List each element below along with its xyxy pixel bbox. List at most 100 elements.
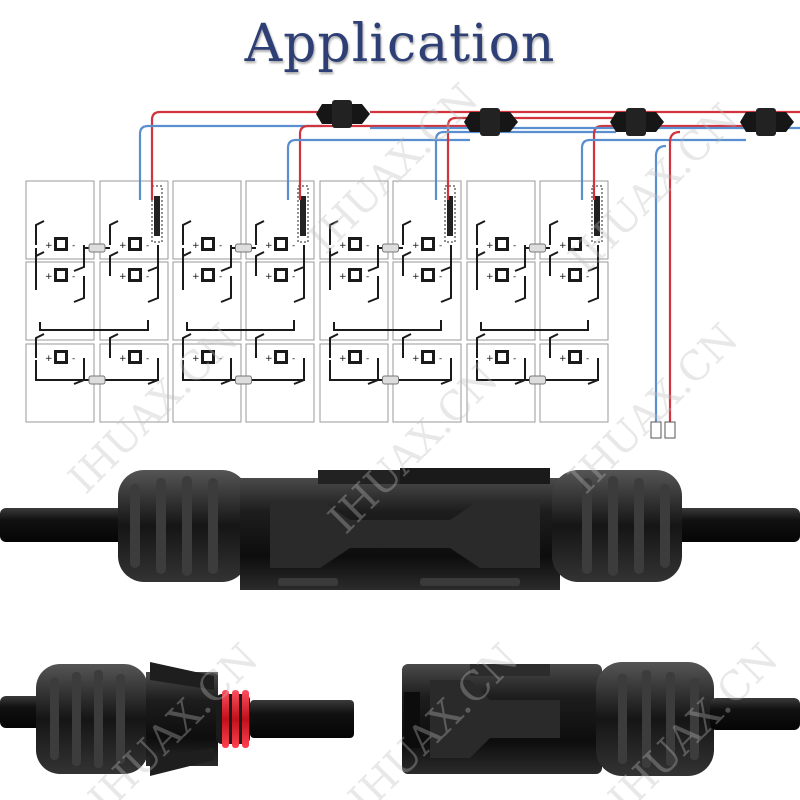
branch-connector-hub (756, 108, 776, 136)
junction-box-window (571, 240, 579, 248)
solar-wiring-diagram: +-+-+-+-+-+-+-+-+-+-+-+-+-+-+-+-+-+-+-+-… (25, 100, 800, 439)
panel-wire (514, 276, 526, 303)
plus-mark: + (559, 354, 567, 364)
panel-wire (402, 333, 412, 358)
minus-mark: - (513, 272, 516, 282)
junction-box-window (498, 353, 506, 361)
minus-mark: - (513, 241, 516, 251)
branch-connector-hub (480, 108, 500, 136)
inline-connector (235, 375, 252, 385)
panel-wire (220, 276, 232, 303)
minus-mark: - (586, 272, 589, 282)
junction-box-window (204, 271, 212, 279)
string-wire (333, 320, 442, 331)
junction-box-window (204, 353, 212, 361)
positive-wire (150, 110, 322, 200)
branch-connector-hub (626, 108, 646, 136)
panel-wire (367, 245, 379, 272)
plus-mark: + (559, 241, 567, 251)
negative-wire (434, 130, 616, 200)
positive-wire (298, 124, 470, 200)
junction-box-window (277, 240, 285, 248)
inline-connector (88, 375, 106, 385)
junction-box-window (204, 240, 212, 248)
junction-box-window (571, 353, 579, 361)
junction-box-window (277, 353, 285, 361)
panel-wire (109, 251, 119, 276)
panel-wire (255, 220, 265, 245)
string-wire (39, 320, 149, 331)
junction-box-window (424, 271, 432, 279)
plus-mark: + (486, 241, 494, 251)
plus-mark: + (45, 354, 53, 364)
minus-mark: - (513, 354, 516, 364)
plus-mark: + (412, 272, 420, 282)
negative-wire (138, 124, 322, 200)
plus-mark: + (45, 272, 53, 282)
junction-box-window (57, 353, 65, 361)
fuse (447, 196, 453, 236)
output-connector (664, 421, 676, 439)
junction-box-window (351, 240, 359, 248)
minus-mark: - (586, 354, 589, 364)
negative-wire (286, 138, 470, 200)
inline-connector (529, 243, 546, 253)
plus-mark: + (119, 354, 127, 364)
junction-box-window (131, 271, 139, 279)
minus-mark: - (292, 354, 295, 364)
minus-mark: - (146, 272, 149, 282)
minus-mark: - (72, 354, 75, 364)
junction-box-window (498, 240, 506, 248)
minus-mark: - (219, 354, 222, 364)
positive-wire (446, 116, 616, 200)
minus-mark: - (586, 241, 589, 251)
junction-box-window (424, 353, 432, 361)
panel-wire (73, 276, 85, 303)
string-wire (186, 320, 295, 331)
plus-mark: + (265, 272, 273, 282)
minus-mark: - (146, 354, 149, 364)
plus-mark: + (192, 272, 200, 282)
panel-wire (476, 333, 486, 358)
inline-connector (529, 375, 546, 385)
inline-connector (382, 243, 399, 253)
panel-wire (514, 245, 526, 272)
panel-wire (109, 333, 119, 358)
minus-mark: - (219, 272, 222, 282)
minus-mark: - (146, 241, 149, 251)
panel-wire (35, 333, 45, 358)
panel-wire (402, 251, 412, 276)
mc4-connector-male-icon (0, 662, 354, 776)
panel-wire (182, 220, 192, 245)
panel-wire (549, 220, 559, 245)
negative-output (654, 144, 667, 430)
mc4-connector-assembled-icon (0, 468, 800, 590)
fuse-holder (151, 185, 163, 243)
plus-mark: + (339, 354, 347, 364)
minus-mark: - (439, 272, 442, 282)
minus-mark: - (72, 241, 75, 251)
minus-mark: - (366, 272, 369, 282)
panel-wire (73, 245, 85, 272)
junction-box-window (571, 271, 579, 279)
junction-box-window (131, 240, 139, 248)
minus-mark: - (366, 241, 369, 251)
panel-wire (549, 333, 559, 358)
plus-mark: + (45, 241, 53, 251)
plus-mark: + (192, 354, 200, 364)
plus-mark: + (265, 241, 273, 251)
positive-output (668, 130, 681, 430)
plus-mark: + (192, 241, 200, 251)
fuse (154, 196, 160, 236)
junction-box-window (131, 353, 139, 361)
minus-mark: - (219, 241, 222, 251)
inline-connector (235, 243, 252, 253)
panel-wire (220, 245, 232, 272)
fuse-holder (297, 185, 309, 243)
plus-mark: + (486, 354, 494, 364)
plus-mark: + (486, 272, 494, 282)
junction-box-window (498, 271, 506, 279)
negative-wire (580, 138, 746, 200)
